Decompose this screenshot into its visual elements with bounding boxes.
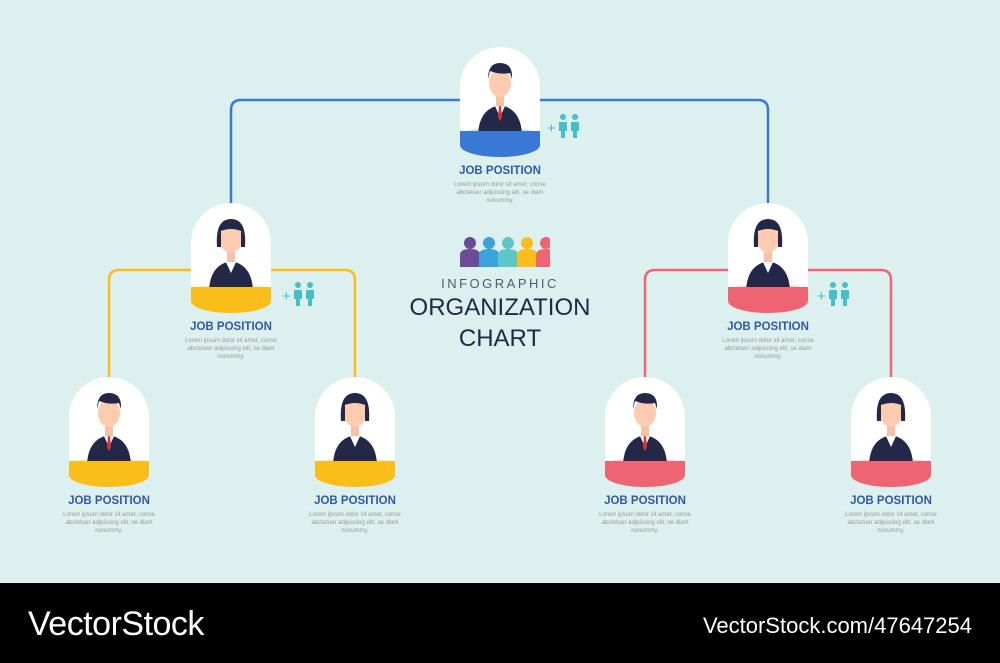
two-people-icon (293, 282, 315, 310)
node-title: JOB POSITION (727, 321, 809, 333)
title-line2: CHART (458, 325, 542, 352)
person-icon (479, 237, 499, 267)
node-description: Lorem ipsum dolor sit amet, conse abctet… (454, 182, 546, 204)
person-icon (460, 237, 480, 267)
connector-red (643, 268, 893, 380)
pedestal (851, 461, 931, 487)
image-id: VectorStock.com/47647254 (702, 613, 972, 638)
avatar-dome (460, 47, 540, 145)
subtitle: INFOGRAPHIC (441, 276, 559, 291)
pedestal (460, 131, 540, 157)
org-node[interactable]: JOB POSITION Lorem ipsum dolor sit amet,… (309, 377, 401, 535)
footer-bar: VectorStock VectorStock.com/47647254 (0, 583, 1000, 663)
node-description: Lorem ipsum dolor sit amet, conse abctet… (599, 512, 691, 534)
pedestal (605, 461, 685, 487)
connector-lines (107, 98, 893, 380)
connector-yellow (107, 268, 357, 380)
avatar-dome (851, 377, 931, 475)
add-team-icon: + (817, 282, 850, 310)
org-node[interactable]: JOB POSITION Lorem ipsum dolor sit amet,… (63, 377, 155, 535)
avatar-dome (69, 377, 149, 475)
node-title: JOB POSITION (459, 165, 541, 177)
pedestal (69, 461, 149, 487)
pedestal (191, 287, 271, 313)
node-description: Lorem ipsum dolor sit amet, conse abctet… (63, 512, 155, 534)
org-node[interactable]: JOB POSITION Lorem ipsum dolor sit amet,… (845, 377, 937, 535)
pedestal (315, 461, 395, 487)
org-node[interactable]: JOB POSITION Lorem ipsum dolor sit amet,… (599, 377, 691, 535)
avatar-dome (191, 203, 271, 301)
avatar-dome (315, 377, 395, 475)
add-team-icon: + (547, 114, 580, 142)
title-line1: ORGANIZATION (409, 294, 591, 321)
node-description: Lorem ipsum dolor sit amet, conse abctet… (185, 338, 277, 360)
two-people-icon (828, 282, 850, 310)
person-icon (536, 237, 556, 267)
node-title: JOB POSITION (68, 495, 150, 507)
org-node[interactable]: JOB POSITION Lorem ipsum dolor sit amet,… (454, 47, 546, 205)
node-description: Lorem ipsum dolor sit amet, conse abctet… (309, 512, 401, 534)
add-team-icon: + (282, 282, 315, 310)
two-people-icon (558, 114, 580, 142)
org-node[interactable]: JOB POSITION Lorem ipsum dolor sit amet,… (185, 203, 277, 361)
connector-blue (229, 98, 770, 205)
org-node[interactable]: JOB POSITION Lorem ipsum dolor sit amet,… (722, 203, 814, 361)
chart-title-block: INFOGRAPHIC ORGANIZATION CHART (400, 235, 600, 353)
person-icon (517, 237, 537, 267)
avatar-dome (728, 203, 808, 301)
pedestal (728, 287, 808, 313)
node-description: Lorem ipsum dolor sit amet, conse abctet… (845, 512, 937, 534)
person-icon (498, 237, 518, 267)
node-title: JOB POSITION (850, 495, 932, 507)
avatar-dome (605, 377, 685, 475)
brand-logo: VectorStock (28, 605, 204, 643)
node-title: JOB POSITION (314, 495, 396, 507)
team-people-icon (460, 237, 556, 267)
node-description: Lorem ipsum dolor sit amet, conse abctet… (722, 338, 814, 360)
node-title: JOB POSITION (190, 321, 272, 333)
node-title: JOB POSITION (604, 495, 686, 507)
